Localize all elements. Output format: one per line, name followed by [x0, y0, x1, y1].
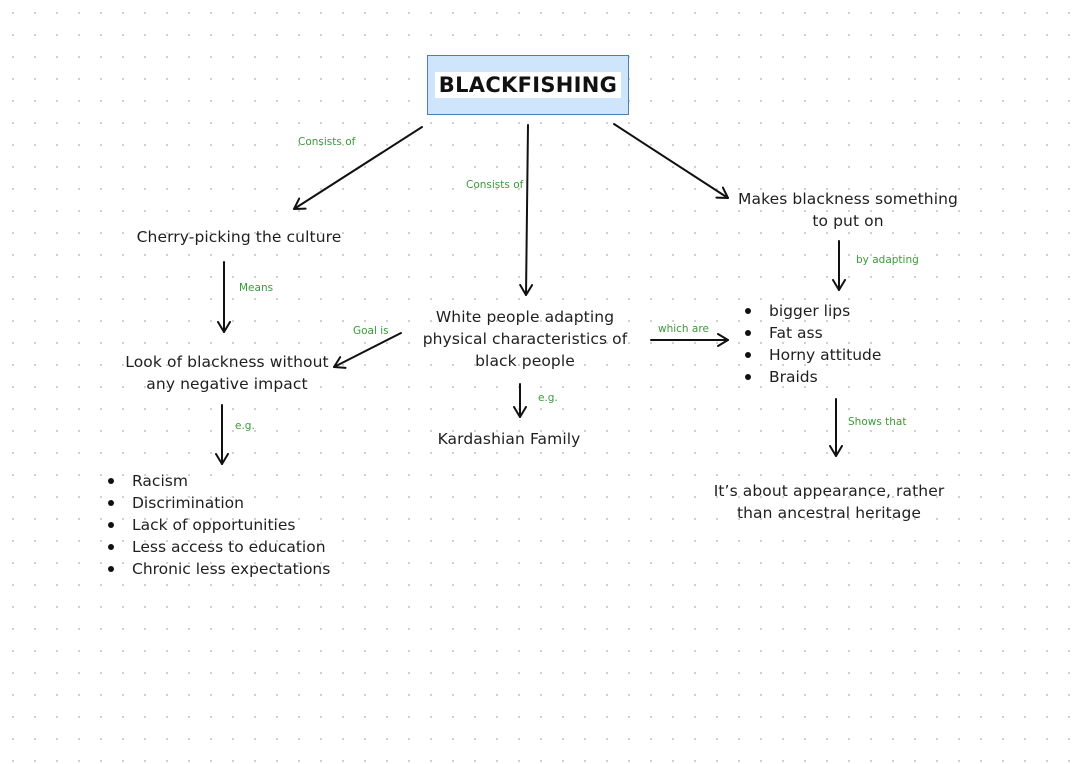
edge-label-shows-that: Shows that: [848, 416, 907, 428]
node-cherry-picking[interactable]: Cherry-picking the culture: [136, 228, 342, 246]
list-item: Racism: [106, 470, 330, 492]
node-white-people-adapting[interactable]: White people adapting physical character…: [422, 308, 628, 370]
edge-label-goal-is: Goal is: [353, 325, 389, 337]
node-makes-blackness[interactable]: Makes blackness something to put on: [738, 190, 958, 230]
list-negative-impacts[interactable]: Racism Discrimination Lack of opportunit…: [106, 470, 330, 580]
edge-label-means: Means: [239, 282, 274, 294]
list-item: Discrimination: [106, 492, 330, 514]
title-node[interactable]: BLACKFISHING: [427, 55, 629, 115]
edge-label-eg-left: e.g.: [235, 420, 255, 432]
list-item: Fat ass: [743, 322, 881, 344]
node-look-of-blackness[interactable]: Look of blackness without any negative i…: [125, 353, 329, 393]
arrow-title-to-cherry: [293, 126, 423, 210]
list-item: bigger lips: [743, 300, 881, 322]
edge-label-by-adapting: by adapting: [856, 254, 919, 266]
arrow-title-to-makes-blackness: [613, 123, 729, 199]
node-appearance[interactable]: It’s about appearance, rather than ances…: [713, 482, 945, 522]
edge-label-consists-of-center: Consists of: [466, 179, 524, 191]
list-item: Horny attitude: [743, 344, 881, 366]
list-item: Chronic less expectations: [106, 558, 330, 580]
edge-label-consists-of-left: Consists of: [298, 136, 356, 148]
list-item: Lack of opportunities: [106, 514, 330, 536]
edge-label-which-are: which are: [658, 323, 709, 335]
arrow-white-to-look: [333, 332, 402, 369]
arrow-title-to-white-people: [519, 124, 534, 296]
title-text: BLACKFISHING: [434, 72, 622, 98]
edge-label-eg-center: e.g.: [538, 392, 558, 404]
list-item: Less access to education: [106, 536, 330, 558]
list-item: Braids: [743, 366, 881, 388]
node-kardashian-family[interactable]: Kardashian Family: [437, 430, 581, 448]
list-characteristics[interactable]: bigger lips Fat ass Horny attitude Braid…: [743, 300, 881, 388]
